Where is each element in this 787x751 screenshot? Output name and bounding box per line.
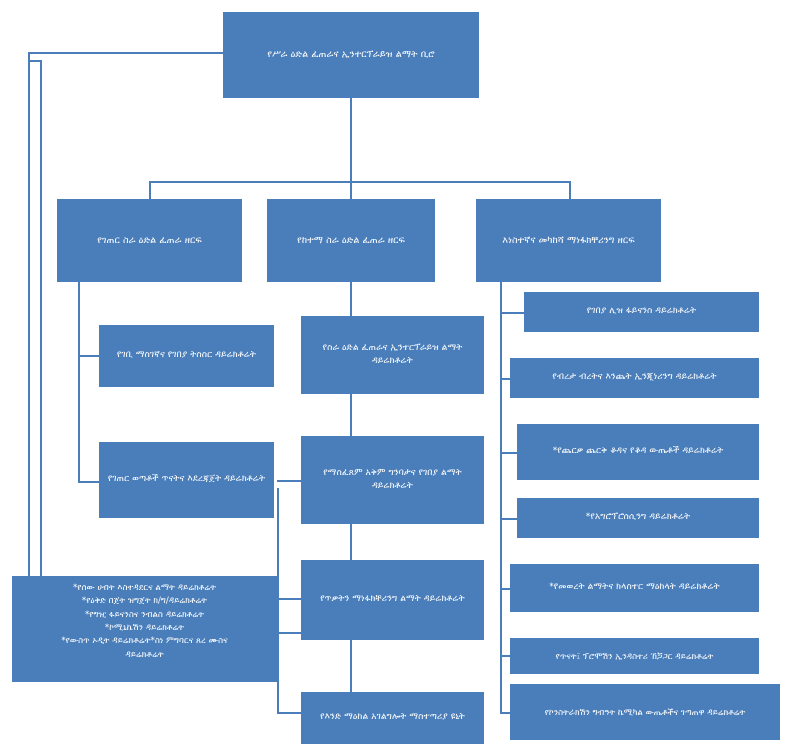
- connector-drop-division-3: [569, 181, 571, 199]
- connector-middle-side-1: [277, 480, 301, 482]
- middle-child-node-1[interactable]: የስራ ዕድል ፈጠራና ኢንተርፕራይዝ ልማት ዳይሬክቶሬት: [301, 316, 484, 394]
- connector-drop-division-2: [350, 181, 352, 199]
- right-child-label-6: የጥናት፤ ፕሮሞሽን ኢንዳስተሪ ኸጛጋር ዳይሬክቶሬት: [555, 650, 714, 661]
- middle-child-label-4: የእንድ ማዕከል አገልግሎት ማስተጣሪያ ዩኒት: [320, 712, 465, 723]
- connector-right-spine: [500, 282, 502, 712]
- connector-left-to-child-1: [78, 355, 99, 357]
- division-node-2[interactable]: የከተማ ስራ ዕድል ፈጠራ ዘርፍ: [267, 199, 435, 282]
- support-note-line-6: ዳይሬክቶሬት: [125, 649, 164, 660]
- right-child-label-1: የገበያ ሊዝ ፋይናንስ ዳይሬክቶሬት: [586, 306, 697, 317]
- support-directorates-note[interactable]: *የሰው ሀብት እስተዳደርና ልማት ዳይሬክቶሬት *የዕቅድ በጀት ዝ…: [12, 576, 277, 682]
- connector-left-spine: [78, 282, 80, 482]
- right-child-label-3: *የጨርቃ ጨርቅ ቆዳና የቆዳ ውጤቶች ዳይሬክቶሬት: [552, 446, 724, 457]
- connector-middle-stem-4: [350, 640, 352, 692]
- right-child-node-6[interactable]: የጥናት፤ ፕሮሞሽን ኢንዳስተሪ ኸጛጋር ዳይሬክቶሬት: [510, 638, 759, 674]
- connector-division-bus: [149, 181, 570, 183]
- connector-root-stem: [350, 98, 352, 182]
- middle-child-label-1: የስራ ዕድል ፈጠራና ኢንተርፕራይዝ ልማት ዳይሬክቶሬት: [322, 342, 463, 366]
- connector-support-spine-outer: [28, 52, 30, 576]
- connector-middle-side-4: [277, 712, 301, 714]
- middle-child-label-3: የጥቃትን ማነፋክቸሪንግ ልማት ዳይሬክቶሬት: [320, 594, 465, 605]
- connector-right-to-child-4: [500, 518, 524, 520]
- left-child-node-1[interactable]: የገቢ ማስገኛና የገበያ ትስስር ዳይሬክቶሬት: [99, 325, 274, 387]
- division-label-2: የከተማ ስራ ዕድል ፈጠራ ዘርፍ: [297, 234, 405, 246]
- support-note-line-4: *ኮሚኒኬሽን ዳይሬክቶሬት: [104, 622, 185, 633]
- connector-middle-stem-1: [350, 282, 352, 316]
- right-child-node-1[interactable]: የገበያ ሊዝ ፋይናንስ ዳይሬክቶሬት: [524, 292, 759, 332]
- left-child-label-1: የገቢ ማስገኛና የገበያ ትስስር ዳይሬክቶሬት: [116, 350, 257, 361]
- right-child-node-5[interactable]: *የመወረት ልማትና ክላስተር ማዕከላት ዳይሬክቶሬት: [510, 564, 759, 612]
- division-node-1[interactable]: የገጠር ስራ ዕድል ፈጠራ ዘርፍ: [57, 199, 242, 282]
- left-child-node-2[interactable]: የገጠር ወጣቶች ጥናትና እደረጃጀት ዳይሬክቶሬት: [99, 442, 274, 518]
- support-note-line-3: *የግዢ ፋይናንስና ንብልስ ዳይሬክቶሬት: [84, 609, 205, 620]
- middle-child-node-3[interactable]: የጥቃትን ማነፋክቸሪንግ ልማት ዳይሬክቶሬት: [301, 560, 484, 640]
- connector-right-to-child-3: [500, 452, 524, 454]
- middle-child-label-2: የማስፈጸም አቅም ግንባታና የገበያ ልማት ዳይሬክቶሬት: [323, 467, 462, 491]
- org-root-node[interactable]: የሥራ ዕድል ፈጠራና ኢንተርፕራይዝ ልማት ቢሮ: [223, 12, 479, 98]
- division-node-3[interactable]: እነስተኛና መካከሻ ማነፋክቸሪንግ ዘርፍ: [476, 199, 661, 282]
- connector-right-to-child-1: [500, 312, 524, 314]
- division-label-1: የገጠር ስራ ዕድል ፈጠራ ዘርፍ: [97, 234, 202, 246]
- connector-left-to-child-2: [78, 481, 99, 483]
- right-child-label-5: *የመወረት ልማትና ክላስተር ማዕከላት ዳይሬክቶሬት: [549, 582, 720, 593]
- left-child-label-2: የገጠር ወጣቶች ጥናትና እደረጃጀት ዳይሬክቶሬት: [107, 474, 266, 485]
- middle-child-node-2[interactable]: የማስፈጸም አቅም ግንባታና የገበያ ልማት ዳይሬክቶሬት: [301, 436, 484, 524]
- connector-support-spine-link: [28, 60, 41, 62]
- support-note-line-2: *የዕቅድ በጀት ዝግጀት ክ/ግ/ዳይሬክቶሬት: [81, 596, 208, 607]
- middle-child-node-4[interactable]: የእንድ ማዕከል አገልግሎት ማስተጣሪያ ዩኒት: [301, 692, 484, 744]
- connector-middle-side-2: [277, 598, 301, 600]
- right-child-node-4[interactable]: *የአግሮፕሮሰሲንግ ዳይሬክቶሬት: [517, 498, 759, 538]
- connector-middle-side-spine: [277, 488, 279, 713]
- right-child-label-2: የብረታ ብረትና እንጨት ኢንጂነሪንግ ዳይሬክቶሬት: [552, 372, 717, 383]
- org-root-label: የሥራ ዕድል ፈጠራና ኢንተርፕራይዝ ልማት ቢሮ: [267, 49, 435, 61]
- right-child-node-2[interactable]: የብረታ ብረትና እንጨት ኢንጂነሪንግ ዳይሬክቶሬት: [510, 358, 759, 398]
- division-label-3: እነስተኛና መካከሻ ማነፋክቸሪንግ ዘርፍ: [502, 234, 635, 246]
- connector-middle-stem-2: [350, 394, 352, 436]
- connector-middle-side-3: [277, 632, 301, 634]
- support-note-line-5: *የውስጥ ኦዲት ዳይሬክቶሬት*ስነ ምግባርና ጸረ ሙስና: [61, 636, 228, 647]
- connector-drop-division-1: [149, 181, 151, 199]
- right-child-label-4: *የአግሮፕሮሰሲንግ ዳይሬክቶሬት: [585, 512, 691, 523]
- right-child-node-7[interactable]: የኮንስትራክሽን ግብዓት ኬሚካል ውጤቶችና ገጣጠዋ ዳይሬክቶሬት: [510, 684, 780, 740]
- right-child-label-7: የኮንስትራክሽን ግብዓት ኬሚካል ውጤቶችና ገጣጠዋ ዳይሬክቶሬት: [544, 706, 746, 717]
- connector-middle-stem-3: [350, 524, 352, 560]
- support-note-line-1: *የሰው ሀብት እስተዳደርና ልማት ዳይሬክቶሬት: [73, 583, 216, 593]
- connector-support-spine-inner: [40, 60, 42, 576]
- right-child-node-3[interactable]: *የጨርቃ ጨርቅ ቆዳና የቆዳ ውጤቶች ዳይሬክቶሬት: [517, 424, 759, 480]
- connector-support-to-root: [28, 52, 224, 54]
